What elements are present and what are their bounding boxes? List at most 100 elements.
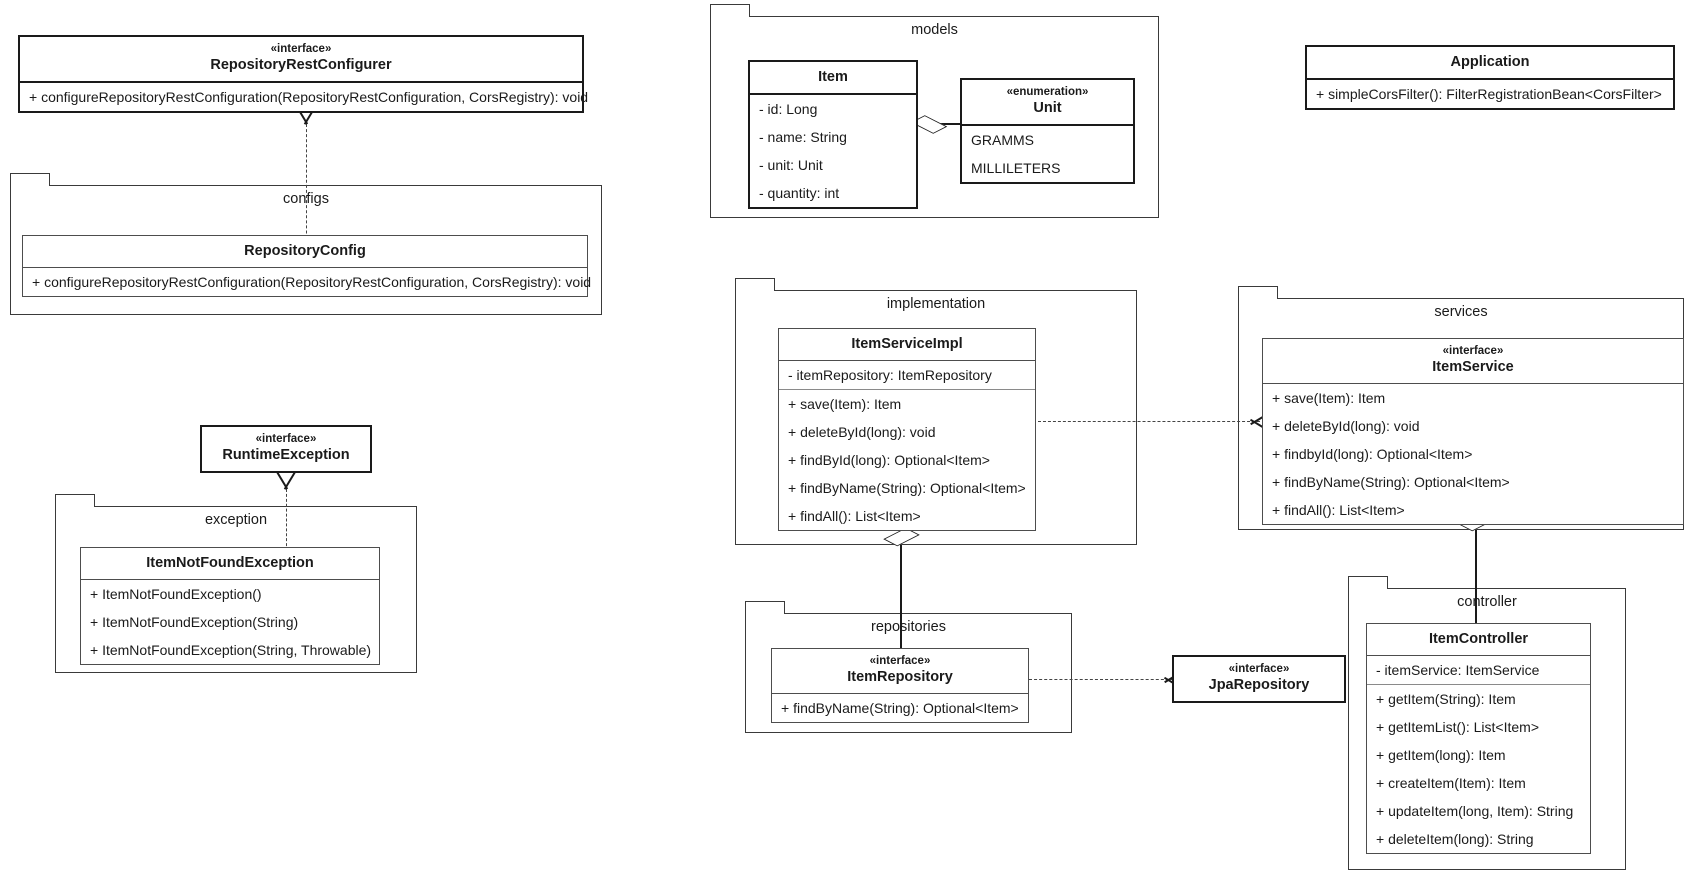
class-item-not-found-exception[interactable]: ItemNotFoundException + ItemNotFoundExce… [80,547,380,665]
class-header: ItemController [1367,624,1590,656]
method-item: + findByName(String): Optional<Item> [781,700,1019,716]
package-title: repositories [871,619,946,635]
package-exception: exception [54,494,417,673]
aggregation-link-item-unit [938,123,962,125]
attribute-item: - itemRepository: ItemRepository [788,367,992,383]
method-item: + save(Item): Item [1272,390,1386,406]
method-item: + getItem(String): Item [1376,691,1516,707]
enum-literal: MILLILETERS [971,160,1061,176]
method-item: + getItemList(): List<Item> [1376,719,1540,735]
class-header: Item [750,62,916,95]
attribute-item: - name: String [759,129,847,145]
class-name: RepositoryRestConfigurer [210,57,392,73]
package-tab [9,173,50,186]
method-item: + configureRepositoryRestConfiguration(R… [32,274,592,290]
method-section: + findByName(String): Optional<Item> [772,694,1028,722]
realization-link-jpa-repository [1029,679,1174,680]
method-section: + configureRepositoryRestConfiguration(R… [23,268,592,296]
method-item: + getItem(long): Item [1376,747,1506,763]
class-header: Application [1307,47,1673,80]
class-name: ItemServiceImpl [851,336,963,352]
method-section: + configureRepositoryRestConfiguration(R… [20,83,589,111]
class-name: JpaRepository [1208,677,1310,693]
class-header: «interface» RepositoryRestConfigurer [20,37,582,83]
attribute-item: - itemService: ItemService [1376,662,1540,678]
method-item: + createItem(Item): Item [1376,775,1526,791]
method-item: + simpleCorsFilter(): FilterRegistration… [1316,86,1662,102]
package-title: exception [204,512,268,528]
method-item: + ItemNotFoundException(String, Throwabl… [90,642,372,658]
package-title: configs [283,191,329,207]
realization-link-item-service [1038,421,1260,422]
class-item-service[interactable]: «interface» ItemService + save(Item): It… [1262,338,1684,525]
class-item[interactable]: Item - id: Long - name: String - unit: U… [748,60,918,209]
package-controller: controller [1347,576,1626,870]
class-item-repository[interactable]: «interface» ItemRepository + findByName(… [771,648,1029,723]
method-item: + findByName(String): Optional<Item> [1272,474,1510,490]
method-item: + configureRepositoryRestConfiguration(R… [29,89,589,105]
attribute-item: - quantity: int [759,185,840,201]
stereotype-label: «interface» [1228,663,1290,675]
class-name: RuntimeException [222,447,350,463]
package-tab [1347,576,1388,589]
attribute-item: - unit: Unit [759,157,823,173]
class-header: «interface» JpaRepository [1174,657,1344,701]
class-header: ItemNotFoundException [81,548,379,580]
class-name: ItemController [1428,631,1529,647]
method-section: + simpleCorsFilter(): FilterRegistration… [1307,80,1673,108]
class-header: «interface» ItemService [1263,339,1683,384]
method-item: + findById(long): Optional<Item> [788,452,990,468]
stereotype-label: «interface» [1442,345,1504,357]
method-item: + findbyId(long): Optional<Item> [1272,446,1473,462]
class-name: Item [818,69,848,85]
package-repositories: repositories [744,601,1072,733]
realization-link-repository-config [306,124,307,269]
method-item: + ItemNotFoundException() [90,586,262,602]
class-name: ItemNotFoundException [146,555,314,571]
aggregation-link-service-controller [1475,530,1477,640]
attribute-section: - itemService: ItemService [1367,656,1590,685]
class-repository-rest-configurer[interactable]: «interface» RepositoryRestConfigurer + c… [18,35,589,113]
method-section: + save(Item): Item + deleteById(long): v… [1263,384,1683,524]
package-tab [54,494,95,507]
class-header: RepositoryConfig [23,236,587,268]
literal-section: GRAMMS MILLILETERS [962,126,1133,182]
package-title: implementation [886,296,986,312]
class-header: «interface» ItemRepository [772,649,1028,694]
method-section: + getItem(String): Item + getItemList():… [1367,685,1590,853]
attribute-section: - itemRepository: ItemRepository [779,361,1035,390]
class-unit[interactable]: «enumeration» Unit GRAMMS MILLILETERS [960,78,1135,184]
class-application[interactable]: Application + simpleCorsFilter(): Filter… [1305,45,1675,110]
method-item: + deleteById(long): void [1272,418,1420,434]
package-tab [709,4,750,17]
class-name: ItemRepository [847,669,953,685]
method-item: + deleteItem(long): String [1376,831,1534,847]
package-title: models [911,22,958,38]
method-item: + findByName(String): Optional<Item> [788,480,1026,496]
class-jpa-repository[interactable]: «interface» JpaRepository [1172,655,1346,703]
class-name: Unit [1033,100,1062,116]
class-name: ItemService [1432,359,1514,375]
class-header: ItemServiceImpl [779,329,1035,361]
generalization-arrow-item-not-found-exception [275,472,297,489]
method-item: + updateItem(long, Item): String [1376,803,1574,819]
class-item-controller[interactable]: ItemController - itemService: ItemServic… [1366,623,1591,854]
package-implementation: implementation [734,278,1137,545]
attribute-section: - id: Long - name: String - unit: Unit -… [750,95,916,207]
stereotype-label: «interface» [869,655,931,667]
stereotype-label: «interface» [270,43,332,55]
class-runtime-exception[interactable]: «interface» RuntimeException [200,425,372,473]
class-header: «interface» RuntimeException [202,427,370,471]
stereotype-label: «interface» [255,433,317,445]
method-item: + findAll(): List<Item> [1272,502,1405,518]
class-name: Application [1450,54,1530,70]
class-item-service-impl[interactable]: ItemServiceImpl - itemRepository: ItemRe… [778,328,1036,531]
method-section: + ItemNotFoundException() + ItemNotFound… [81,580,379,664]
method-item: + save(Item): Item [788,396,902,412]
method-section: + save(Item): Item + deleteById(long): v… [779,390,1035,530]
realization-link-item-not-found-exception [286,489,287,551]
class-repository-config[interactable]: RepositoryConfig + configureRepositoryRe… [22,235,592,297]
class-name: RepositoryConfig [244,243,366,259]
method-item: + findAll(): List<Item> [788,508,921,524]
